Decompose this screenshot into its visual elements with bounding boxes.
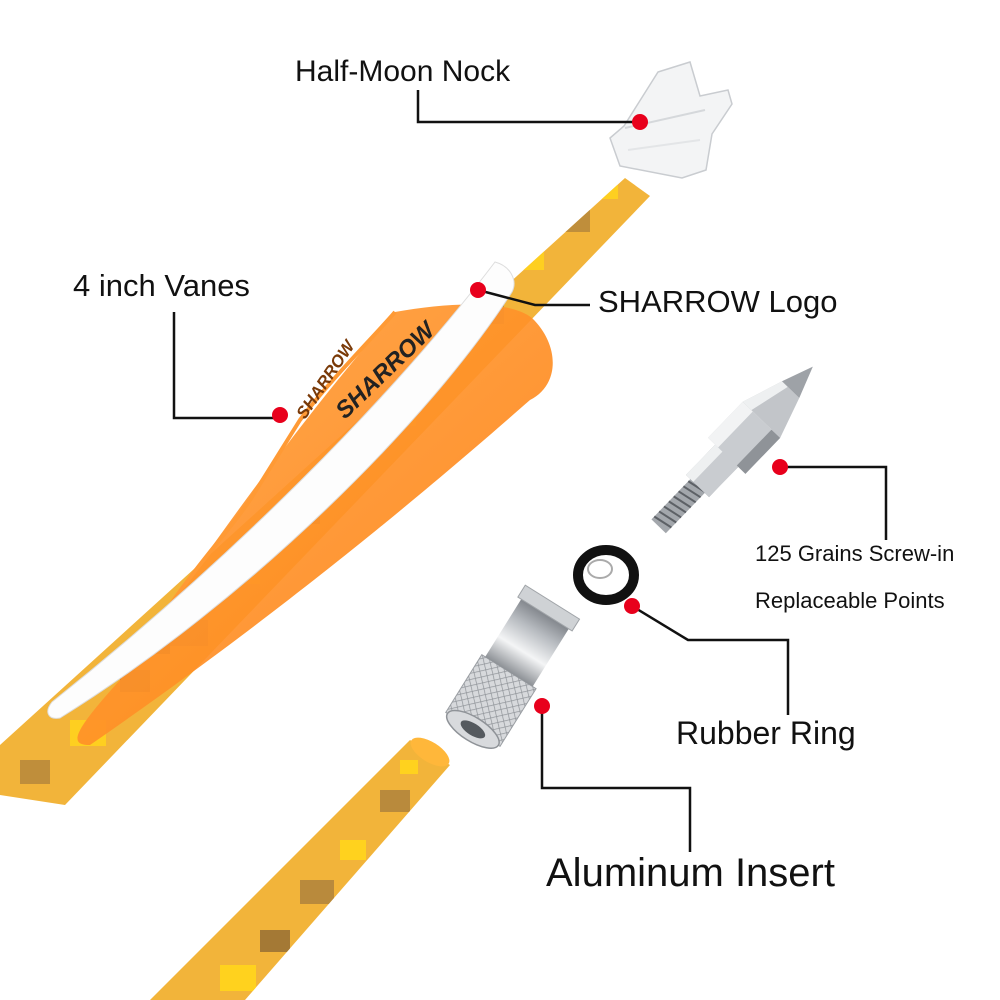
lower-arrow-shaft (150, 737, 450, 1000)
nock-callout-dot (632, 114, 648, 130)
vanes-leader-line (172, 312, 280, 420)
screw-in-point-part (651, 366, 813, 534)
points-leader-line (780, 465, 888, 540)
label-half-moon-nock: Half-Moon Nock (295, 55, 511, 88)
half-moon-nock-part (609, 61, 733, 179)
label-points-line-2: Replaceable Points (755, 588, 945, 613)
insert-callout-dot (534, 698, 550, 714)
logo-callout-dot (470, 282, 486, 298)
insert-leader-line (540, 708, 692, 852)
vanes-callout-dot (272, 407, 288, 423)
label-aluminum-insert: Aluminum Insert (546, 851, 835, 895)
callout-dots (272, 114, 788, 714)
aluminum-insert-part (445, 584, 581, 749)
label-points-line-1: 125 Grains Screw-in (755, 541, 955, 566)
label-rubber-ring: Rubber Ring (676, 715, 856, 751)
ring-leader-line (631, 604, 790, 715)
label-sharrow-logo: SHARROW Logo (598, 284, 838, 319)
points-callout-dot (772, 459, 788, 475)
logo-leader-line (477, 288, 590, 307)
callout-leader-lines (172, 90, 888, 852)
label-vanes: 4 inch Vanes (73, 268, 250, 303)
nock-leader-line (416, 90, 640, 124)
rubber-ring-part (573, 545, 639, 605)
ring-callout-dot (624, 598, 640, 614)
